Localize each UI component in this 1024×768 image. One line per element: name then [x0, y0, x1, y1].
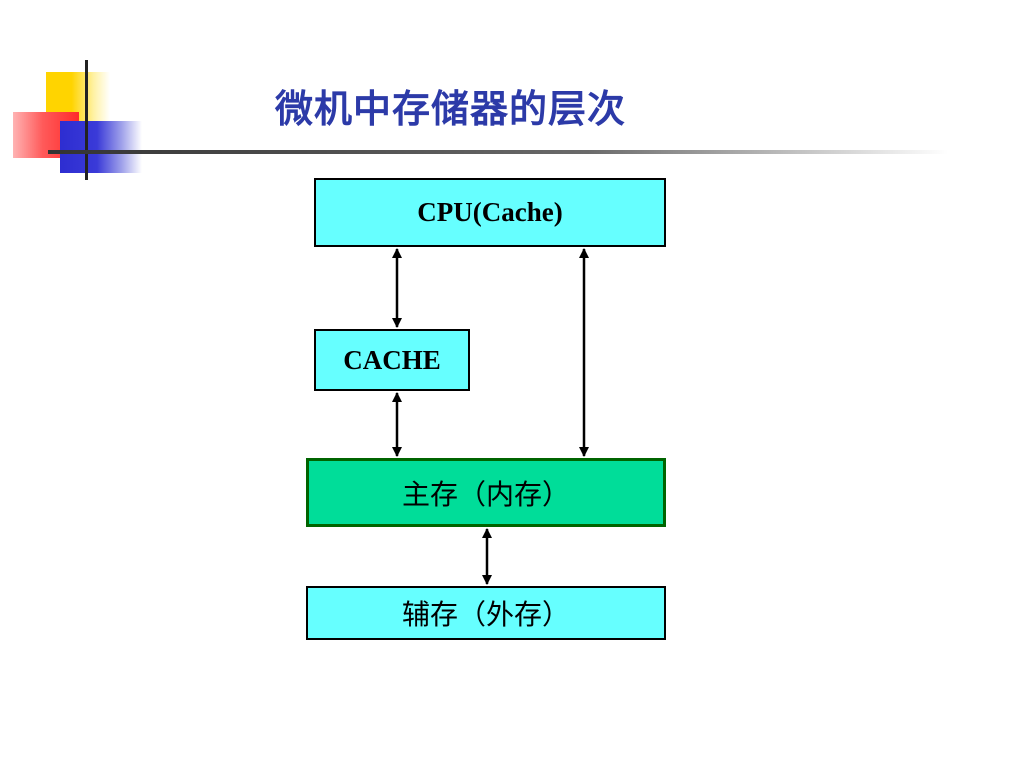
decor-blue-square [60, 121, 142, 173]
decor-vertical-line [85, 60, 88, 180]
main-memory-box: 主存（内存） [306, 458, 666, 527]
cache-box: CACHE [314, 329, 470, 391]
slide-title: 微机中存储器的层次 [275, 87, 627, 131]
aux-memory-box: 辅存（外存） [306, 586, 666, 640]
cpu-cache-box: CPU(Cache) [314, 178, 666, 247]
title-underline [48, 150, 948, 154]
